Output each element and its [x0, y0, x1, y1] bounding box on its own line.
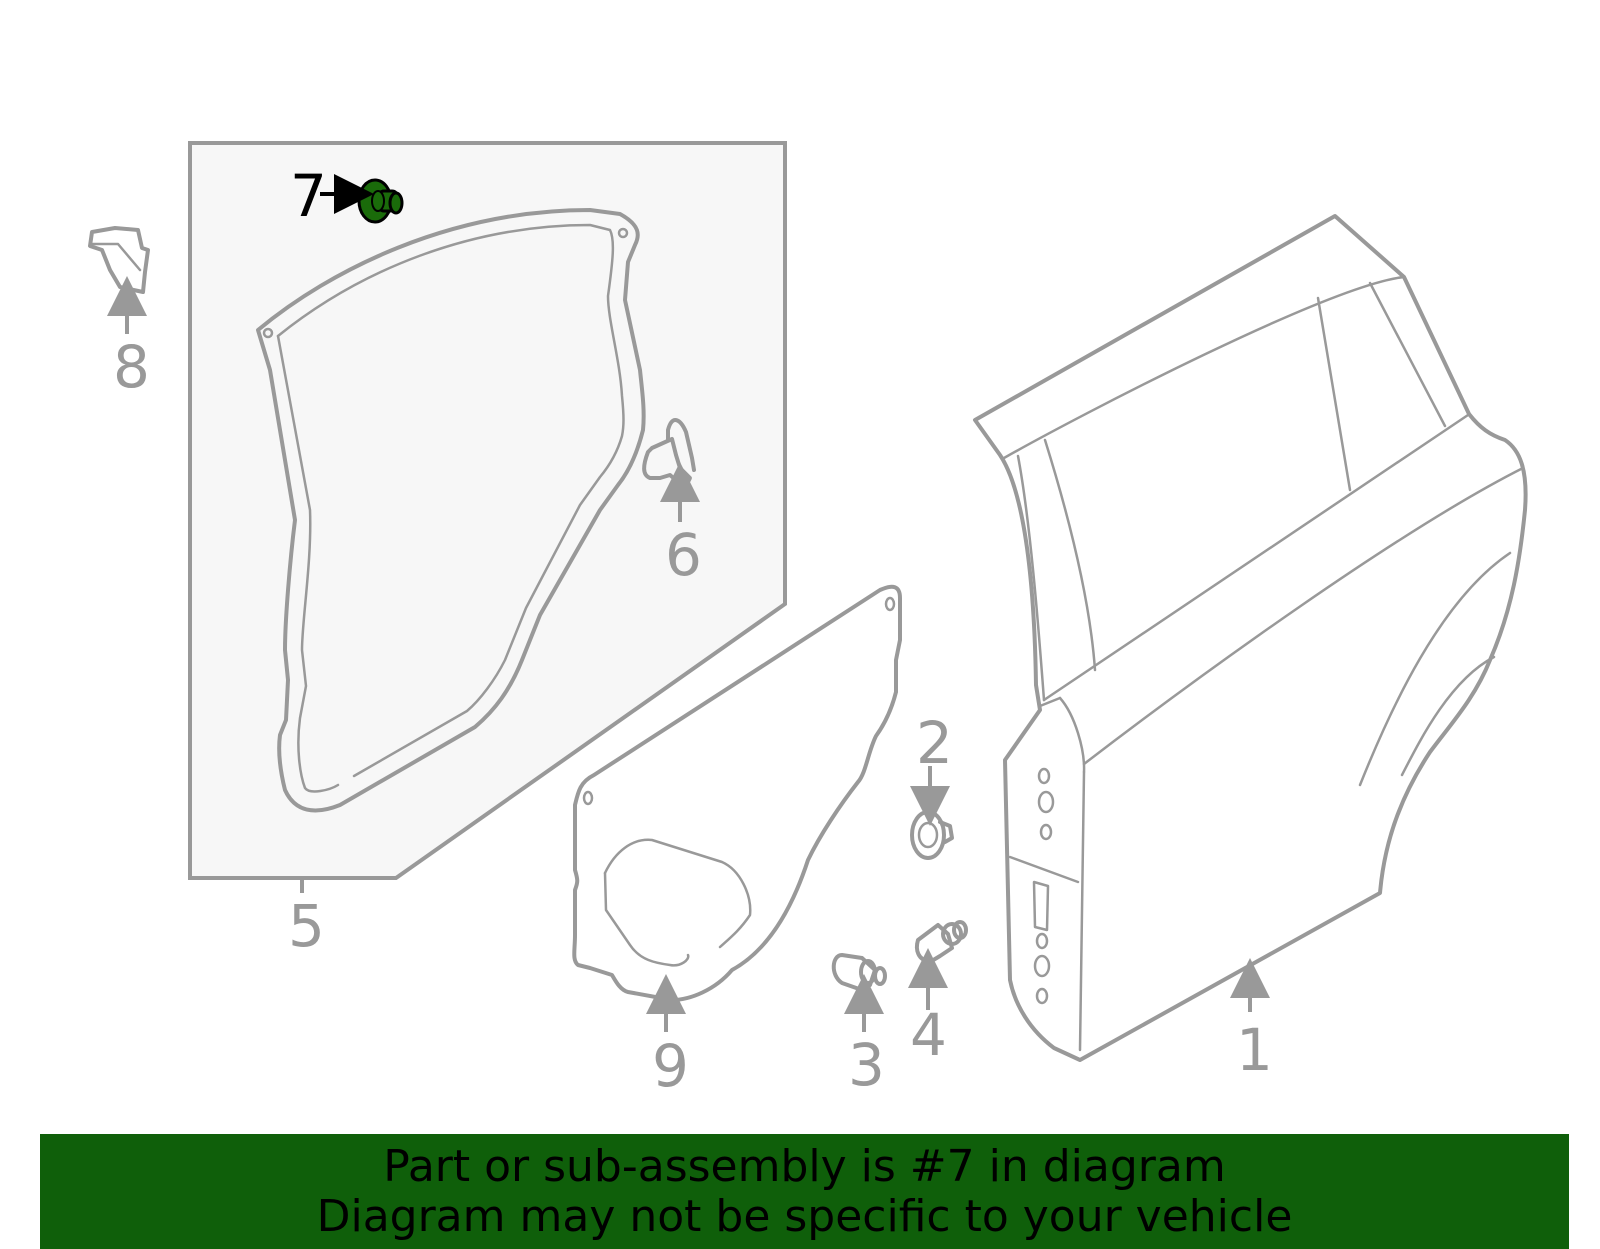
banner-line-2: Diagram may not be specific to your vehi…: [316, 1191, 1293, 1242]
callout-8: 8: [113, 333, 150, 401]
waterproof-film-part[interactable]: [572, 584, 902, 1002]
stopper-part[interactable]: [831, 953, 887, 992]
callout-2: 2: [916, 709, 953, 777]
grommet-part[interactable]: [910, 810, 954, 860]
callout-5: 5: [288, 892, 325, 960]
weatherstrip-panel[interactable]: [188, 141, 787, 880]
callout-6: 6: [665, 521, 702, 589]
callout-9: 9: [652, 1032, 689, 1100]
callout-1: 1: [1236, 1016, 1273, 1084]
banner-line-1: Part or sub-assembly is #7 in diagram: [383, 1141, 1226, 1192]
clip-part[interactable]: [914, 920, 968, 964]
door-shell-part[interactable]: [973, 214, 1528, 1062]
callout-3: 3: [848, 1031, 885, 1099]
callout-4: 4: [910, 1001, 947, 1069]
bracket-part[interactable]: [88, 226, 150, 294]
leader-lines: [107, 174, 1270, 1032]
info-banner: Part or sub-assembly is #7 in diagram Di…: [40, 1134, 1569, 1249]
callout-labels: 1 2 3 4 5 6 7 8 9: [113, 162, 1273, 1100]
callout-7: 7: [290, 162, 327, 230]
